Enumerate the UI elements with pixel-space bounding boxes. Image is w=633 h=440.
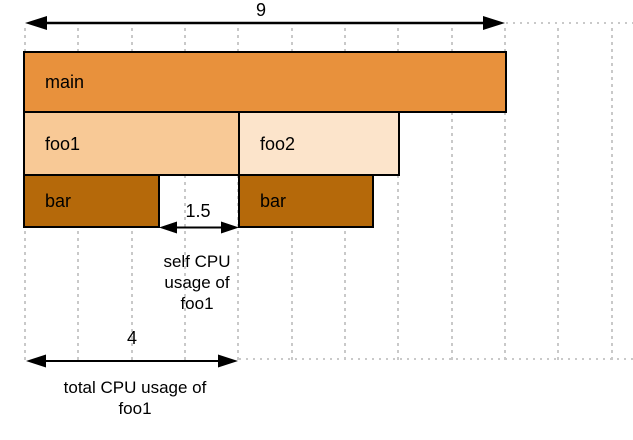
total-usage-arrow: [26, 354, 238, 368]
frame-main-label: main: [45, 72, 85, 92]
gridline: [397, 28, 399, 360]
frame-bar-under-foo2: bar: [238, 174, 374, 228]
total-usage-caption: total CPU usage of foo1: [63, 378, 207, 418]
gridline: [557, 28, 559, 360]
frame-main: main: [23, 51, 507, 113]
total-width-value: 9: [255, 0, 266, 20]
dotted-guide-bottom: [239, 358, 633, 360]
frame-foo2-label: foo2: [260, 133, 296, 154]
self-usage-caption: self CPU usage of foo1: [163, 252, 231, 313]
frame-foo1: foo1: [23, 111, 240, 176]
frame-bar-under-foo1: bar: [23, 174, 160, 228]
gridline: [184, 28, 186, 360]
frame-bar2-label: bar: [260, 191, 287, 211]
total-usage-value: 4: [126, 328, 137, 348]
gridline: [504, 28, 506, 360]
frame-foo1-label: foo1: [45, 133, 81, 154]
self-usage-arrow: [159, 221, 239, 234]
frame-foo2: foo2: [238, 111, 400, 176]
frame-bar1-label: bar: [45, 191, 72, 211]
gridline: [611, 28, 613, 360]
gridline: [451, 28, 453, 360]
total-width-arrow: [25, 16, 505, 30]
dotted-guide-top: [506, 22, 633, 24]
self-usage-value: 1.5: [185, 201, 211, 221]
